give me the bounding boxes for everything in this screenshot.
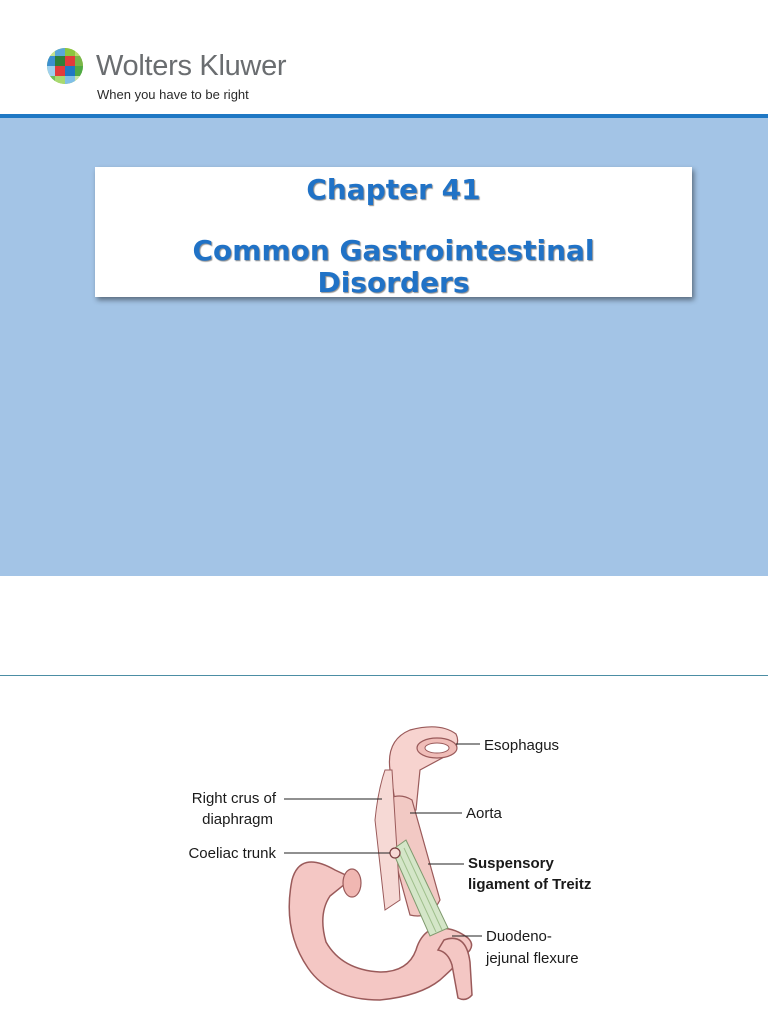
label-flexure-2: jejunal flexure <box>485 950 579 967</box>
label-treitz-2: ligament of Treitz <box>468 876 591 893</box>
jejunum-shape <box>436 937 473 1001</box>
wolters-kluwer-logo-icon <box>47 48 83 84</box>
header-divider <box>0 114 768 118</box>
chapter-number: Chapter 41 <box>306 173 481 206</box>
chapter-title-line-2: Disorders <box>317 266 470 299</box>
anatomy-figure-slide: Esophagus Right crus of diaphragm Aorta … <box>0 700 768 1024</box>
label-right-crus-1: Right crus of <box>192 790 277 807</box>
brand-name: Wolters Kluwer <box>96 50 287 82</box>
chapter-title-line-1: Common Gastrointestinal <box>192 234 595 267</box>
duodenojejunal-diagram: Esophagus Right crus of diaphragm Aorta … <box>188 726 591 1001</box>
coeliac-trunk-shape <box>389 847 401 859</box>
label-aorta: Aorta <box>466 805 503 822</box>
slide-header: Wolters Kluwer When you have to be right <box>0 32 768 114</box>
brand-tagline: When you have to be right <box>97 87 249 102</box>
label-treitz-1: Suspensory <box>468 855 555 872</box>
label-flexure-1: Duodeno- <box>486 928 552 945</box>
label-right-crus-2: diaphragm <box>202 811 273 828</box>
title-slide: Wolters Kluwer When you have to be right… <box>0 32 768 576</box>
slide-divider <box>0 675 768 676</box>
duodenum-shape <box>288 861 473 1001</box>
label-esophagus: Esophagus <box>484 737 559 754</box>
title-box: Chapter 41 Common Gastrointestinal Disor… <box>95 167 692 299</box>
chapter-title: Common Gastrointestinal Disorders <box>95 235 692 299</box>
label-coeliac-trunk: Coeliac trunk <box>188 845 276 862</box>
